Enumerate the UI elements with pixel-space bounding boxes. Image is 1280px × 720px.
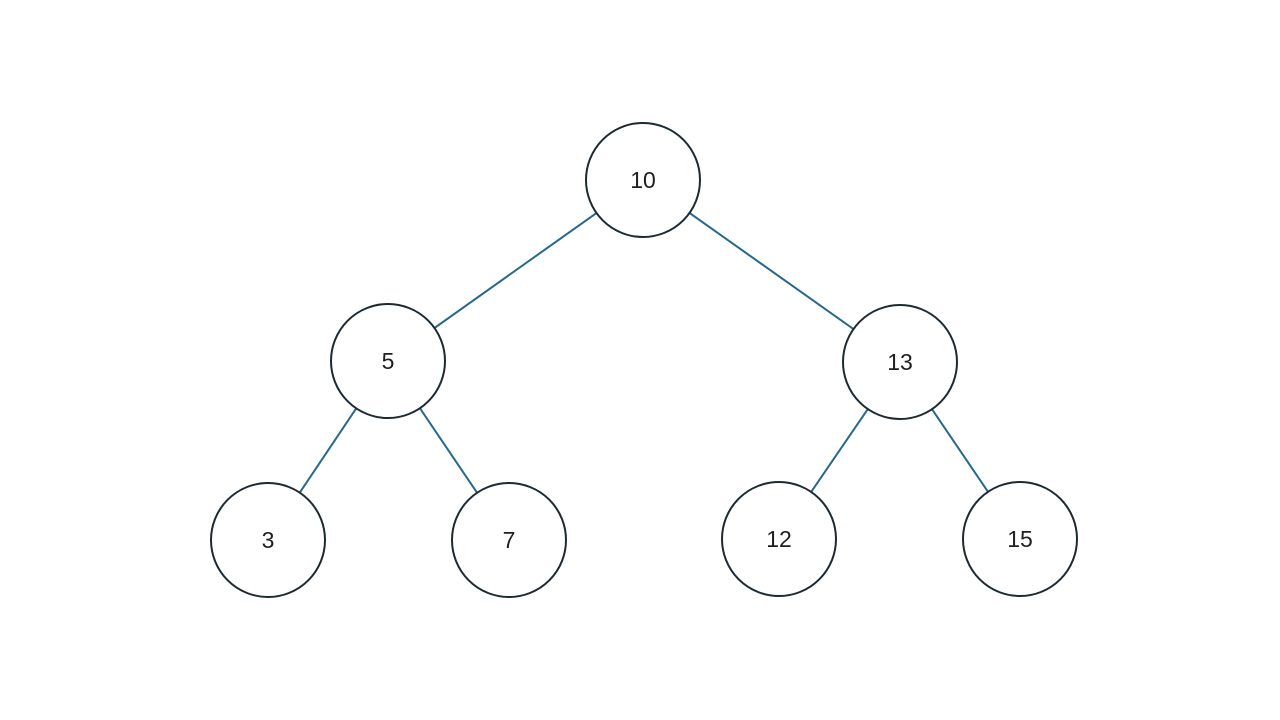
tree-node-circle-10 <box>585 122 701 238</box>
tree-node-label-13: 13 <box>887 349 913 375</box>
tree-node-10: 10 <box>585 122 701 238</box>
tree-node-15: 15 <box>962 481 1078 597</box>
tree-node-label-3: 3 <box>262 527 275 553</box>
tree-node-3: 3 <box>210 482 326 598</box>
tree-node-circle-13 <box>842 304 958 420</box>
tree-node-circle-5 <box>330 303 446 419</box>
tree-node-circle-15 <box>962 481 1078 597</box>
tree-node-label-15: 15 <box>1007 526 1033 552</box>
tree-node-label-12: 12 <box>766 526 792 552</box>
tree-node-7: 7 <box>451 482 567 598</box>
tree-node-13: 13 <box>842 304 958 420</box>
tree-node-label-5: 5 <box>382 348 395 374</box>
tree-node-label-7: 7 <box>503 527 516 553</box>
tree-node-circle-12 <box>721 481 837 597</box>
tree-node-circle-3 <box>210 482 326 598</box>
tree-node-12: 12 <box>721 481 837 597</box>
tree-node-5: 5 <box>330 303 446 419</box>
tree-node-circle-7 <box>451 482 567 598</box>
tree-node-label-10: 10 <box>630 167 656 193</box>
